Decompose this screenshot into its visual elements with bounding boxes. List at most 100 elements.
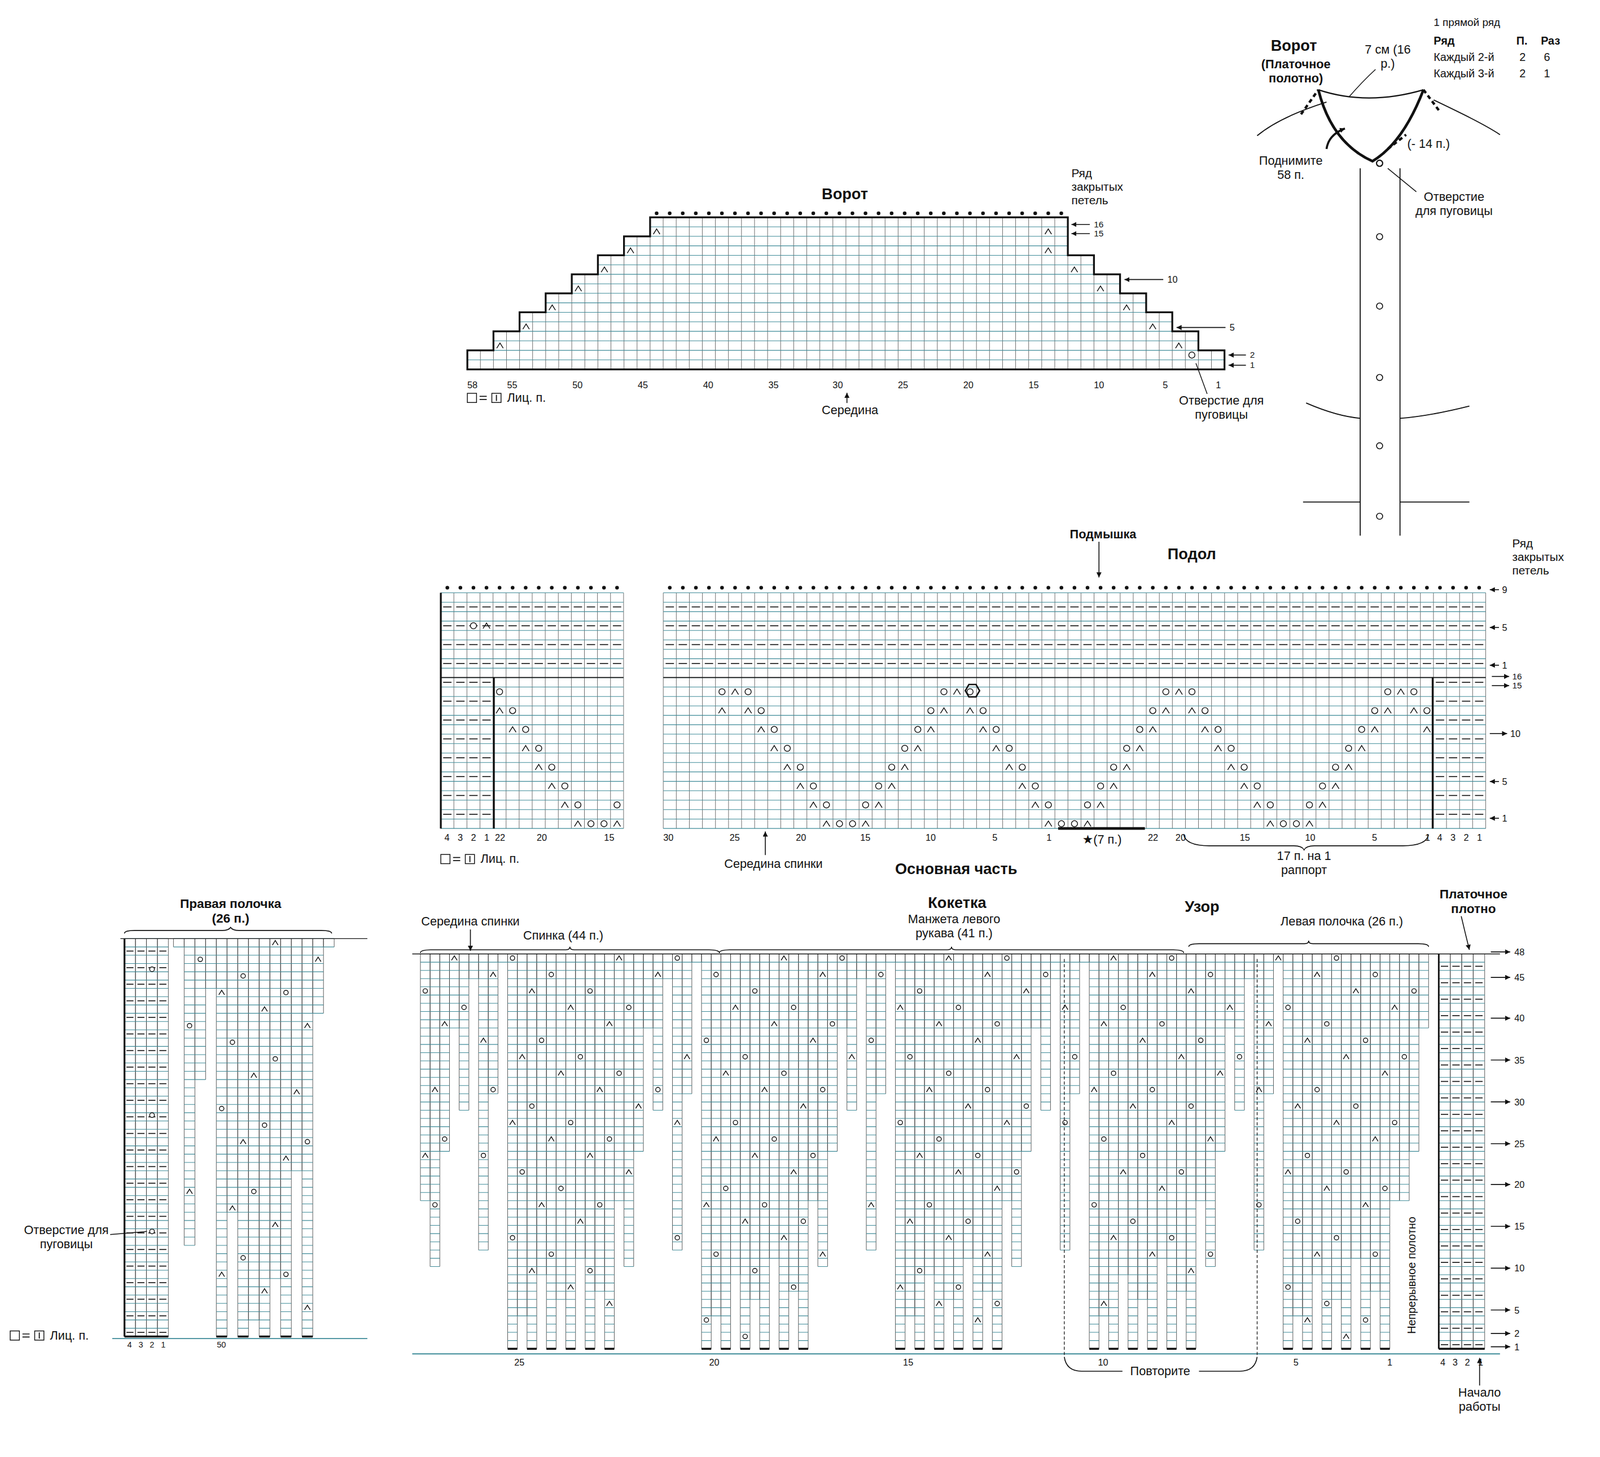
purl-dash	[1440, 1180, 1449, 1182]
row-number: 20	[1514, 1179, 1525, 1191]
purl-dash	[1452, 998, 1460, 1001]
purl-dash	[1463, 1245, 1472, 1247]
bind-off-dot	[1307, 585, 1312, 590]
purl-dash	[159, 1331, 166, 1334]
bind-off-dot	[759, 211, 764, 216]
purl-dash	[822, 663, 831, 665]
decrease-symbol	[1149, 972, 1156, 977]
pickup-arrow	[1326, 128, 1345, 149]
purl-dash	[137, 1000, 145, 1002]
yarn-over-symbol	[491, 1087, 496, 1093]
row-number: 35	[768, 379, 779, 390]
collar-rows	[467, 217, 1225, 370]
purl-dash	[1252, 644, 1262, 646]
decrease-symbol	[868, 1202, 875, 1208]
bind-off-dot	[1072, 585, 1077, 590]
bind-off-dot	[772, 211, 777, 216]
yarn-over-symbol	[1019, 764, 1026, 771]
purl-dash	[456, 681, 465, 683]
bind-off-dot	[1463, 585, 1468, 590]
row-number: 1	[1250, 360, 1256, 371]
row-number: 1	[1544, 67, 1551, 81]
purl-dash	[482, 776, 492, 778]
row-number: 15	[1512, 680, 1523, 691]
purl-dash	[137, 967, 145, 969]
yarn-over-symbol	[901, 745, 909, 752]
yarn-over-symbol	[149, 1229, 155, 1234]
yarn-over-symbol	[862, 801, 869, 809]
purl-dash	[495, 625, 504, 627]
purl-dash	[126, 1066, 134, 1068]
purl-dash	[1435, 776, 1445, 778]
yarn-over-symbol	[965, 1219, 971, 1224]
decrease-symbol	[1371, 726, 1379, 733]
row-number: 1	[160, 1340, 166, 1350]
bind-off-dot	[1268, 585, 1273, 590]
bind-off-dot	[1098, 585, 1103, 590]
decrease-symbol	[635, 1103, 642, 1109]
chart-label: Ворот	[1270, 37, 1318, 55]
row-arrow	[1491, 676, 1510, 678]
decrease-symbol	[509, 726, 516, 733]
decrease-symbol	[272, 1222, 279, 1227]
purl-dash	[756, 625, 766, 627]
decrease-symbol	[1285, 1169, 1291, 1175]
row-number: 25	[729, 832, 740, 844]
purl-dash	[1461, 663, 1471, 665]
yarn-over-symbol	[149, 1112, 155, 1118]
hem-left-rows	[440, 592, 624, 829]
purl-dash	[1226, 644, 1236, 646]
row-number: 2	[149, 1340, 155, 1350]
purl-dash	[1318, 625, 1327, 627]
legend-sample	[491, 393, 501, 403]
purl-dash	[534, 606, 543, 608]
bind-off-dot	[785, 211, 790, 216]
purl-dash	[1109, 663, 1119, 665]
decrease-symbol	[984, 1252, 991, 1257]
thick-border	[123, 938, 126, 1337]
row-number: 55	[507, 379, 518, 390]
row-number: 2	[1519, 50, 1526, 64]
purl-dash	[1409, 625, 1419, 627]
purl-dash	[560, 625, 569, 627]
row-number: 5	[992, 832, 998, 844]
decrease-symbol	[906, 1219, 913, 1224]
purl-dash	[137, 1033, 145, 1036]
bind-off-dot	[967, 211, 972, 216]
purl-dash	[560, 644, 569, 646]
purl-dash	[1452, 1015, 1460, 1017]
yarn-over-symbol	[800, 1219, 806, 1224]
yarn-over-symbol	[510, 956, 515, 961]
row-number: 1	[1387, 1356, 1393, 1368]
purl-dash	[952, 606, 962, 608]
row-arrow	[1491, 1268, 1511, 1270]
purl-dash	[1279, 606, 1288, 608]
purl-dash	[1474, 625, 1484, 627]
bind-off-dot	[576, 585, 581, 590]
decrease-symbol	[186, 1189, 193, 1194]
decrease-symbol	[1423, 726, 1431, 733]
purl-dash	[796, 644, 805, 646]
chart-label: Подмышка	[1070, 527, 1137, 542]
row-arrow	[1491, 1309, 1511, 1312]
purl-dash	[913, 606, 923, 608]
decrease-symbol	[1159, 1186, 1165, 1191]
yarn-over-symbol	[742, 1054, 748, 1060]
bind-off-dot	[837, 211, 842, 216]
yarn-over-symbol	[927, 1202, 932, 1208]
bind-off-dot	[980, 211, 985, 216]
yarn-over-symbol	[811, 1153, 816, 1159]
yarn-over-symbol	[558, 1186, 564, 1191]
yarn-over-symbol	[752, 988, 758, 994]
row-number: 50	[216, 1340, 226, 1350]
purl-dash	[900, 644, 910, 646]
chart-label: Каждый 2-й	[1433, 50, 1494, 64]
purl-dash	[691, 606, 701, 608]
center-arrow	[470, 929, 472, 951]
purl-dash	[159, 1299, 166, 1301]
purl-dash	[1452, 982, 1460, 984]
row-number: 50	[572, 379, 583, 390]
yarn-over-symbol	[936, 1137, 942, 1142]
yarn-over-symbol	[1314, 1087, 1320, 1093]
purl-dash	[456, 795, 465, 797]
